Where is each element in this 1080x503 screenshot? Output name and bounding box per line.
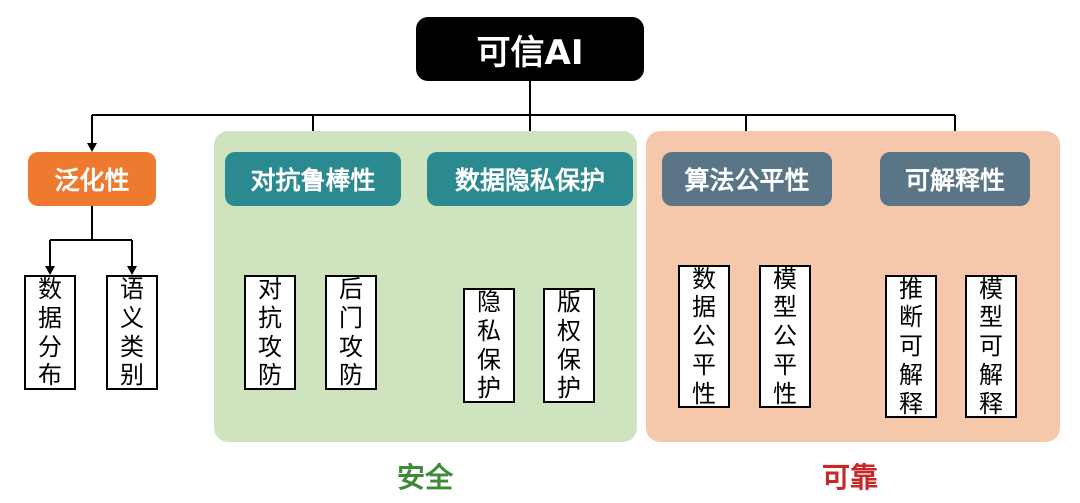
root-arrow-0: [87, 143, 97, 152]
leaf-data-fairness: 数据公平性: [678, 265, 730, 408]
sub-arrow-0-1: [127, 266, 137, 275]
leaf-inference-explainability: 推断可解释: [885, 275, 937, 418]
category-generalization: 泛化性: [28, 152, 156, 206]
group-label-safety: 安全: [396, 461, 453, 494]
leaf-model-explainability: 模型可解释: [965, 275, 1017, 418]
root-node-trusted-ai: 可信AI: [416, 17, 644, 81]
category-explainability: 可解释性: [880, 152, 1030, 206]
leaf-backdoor-attack-defense: 后门攻防: [325, 275, 377, 390]
leaf-copyright-protection: 版权保护: [543, 288, 595, 403]
leaf-semantic-category: 语义类别: [106, 275, 158, 390]
leaf-model-fairness: 模型公平性: [759, 265, 811, 408]
category-algorithmic-fairness: 算法公平性: [662, 152, 832, 206]
leaf-data-distribution: 数据分布: [24, 275, 76, 390]
group-label-reliability: 可靠: [821, 461, 878, 494]
leaf-adversarial-attack-defense: 对抗攻防: [244, 275, 296, 390]
leaf-privacy-protection: 隐私保护: [463, 288, 515, 403]
category-data-privacy-protection: 数据隐私保护: [427, 152, 633, 206]
sub-arrow-0-0: [45, 266, 55, 275]
category-adversarial-robustness: 对抗鲁棒性: [225, 152, 401, 206]
